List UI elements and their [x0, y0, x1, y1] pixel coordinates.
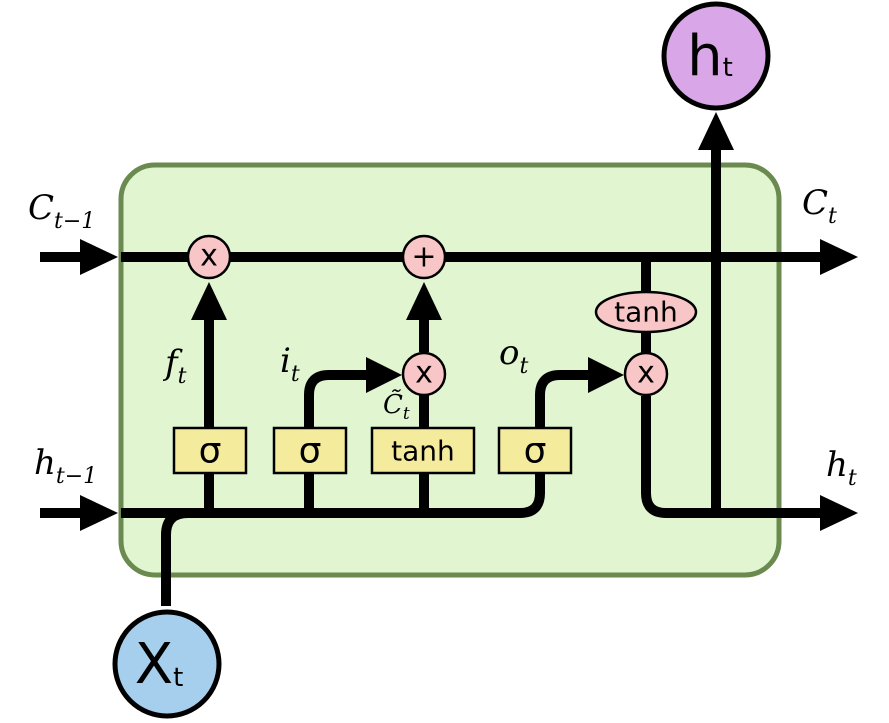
- output-gate-wire: [535, 370, 592, 460]
- svg-text:Xt: Xt: [135, 632, 184, 697]
- add-op: +: [401, 234, 447, 280]
- svg-text:tanh: tanh: [614, 296, 678, 329]
- input-gate-wire: [304, 370, 370, 513]
- candidate-to-add-arrowhead: [406, 282, 442, 320]
- input-gate: σ: [272, 426, 348, 475]
- hidden-output-wire: [641, 396, 822, 518]
- cell-state-input-arrowhead: [80, 239, 118, 275]
- hidden-up-arrowhead: [698, 112, 734, 150]
- svg-text:σ: σ: [199, 431, 222, 472]
- output-gate: σ: [497, 426, 573, 475]
- svg-text:x: x: [415, 356, 433, 391]
- x-input-node: Xt: [112, 609, 222, 719]
- hidden-output-arrowhead: [820, 495, 858, 531]
- cell-state-output-arrowhead: [820, 239, 858, 275]
- forget-multiply-op: x: [186, 234, 232, 280]
- input-gate-arrowhead: [366, 357, 402, 393]
- svg-text:ht: ht: [687, 24, 733, 89]
- svg-text:+: +: [411, 240, 436, 275]
- cell-tanh-op: tanh: [594, 290, 698, 334]
- svg-text:x: x: [637, 356, 655, 391]
- output-signal-label: ot: [499, 333, 528, 379]
- candidate-gate: tanh: [370, 426, 476, 475]
- svg-text:tanh: tanh: [391, 435, 455, 468]
- svg-text:σ: σ: [524, 431, 547, 472]
- svg-text:x: x: [200, 239, 218, 274]
- forget-gate: σ: [172, 426, 248, 475]
- svg-text:σ: σ: [299, 431, 322, 472]
- input-signal-label: it: [280, 341, 300, 387]
- h-out-label: ht: [826, 445, 857, 491]
- input-multiply-op: x: [401, 351, 447, 397]
- output-multiply-op: x: [623, 351, 669, 397]
- forget-gate-arrowhead: [191, 282, 227, 320]
- h-prev-label: ht−1: [34, 443, 97, 489]
- c-prev-label: Ct−1: [28, 188, 95, 234]
- x-input-line: [161, 508, 189, 606]
- output-gate-arrowhead: [588, 357, 624, 393]
- hidden-concat-bus: [121, 460, 545, 518]
- hidden-input-arrowhead: [80, 495, 118, 531]
- candidate-signal-label: C̃t: [383, 389, 410, 424]
- h-output-node: ht: [661, 1, 771, 111]
- c-out-label: Ct: [802, 183, 837, 229]
